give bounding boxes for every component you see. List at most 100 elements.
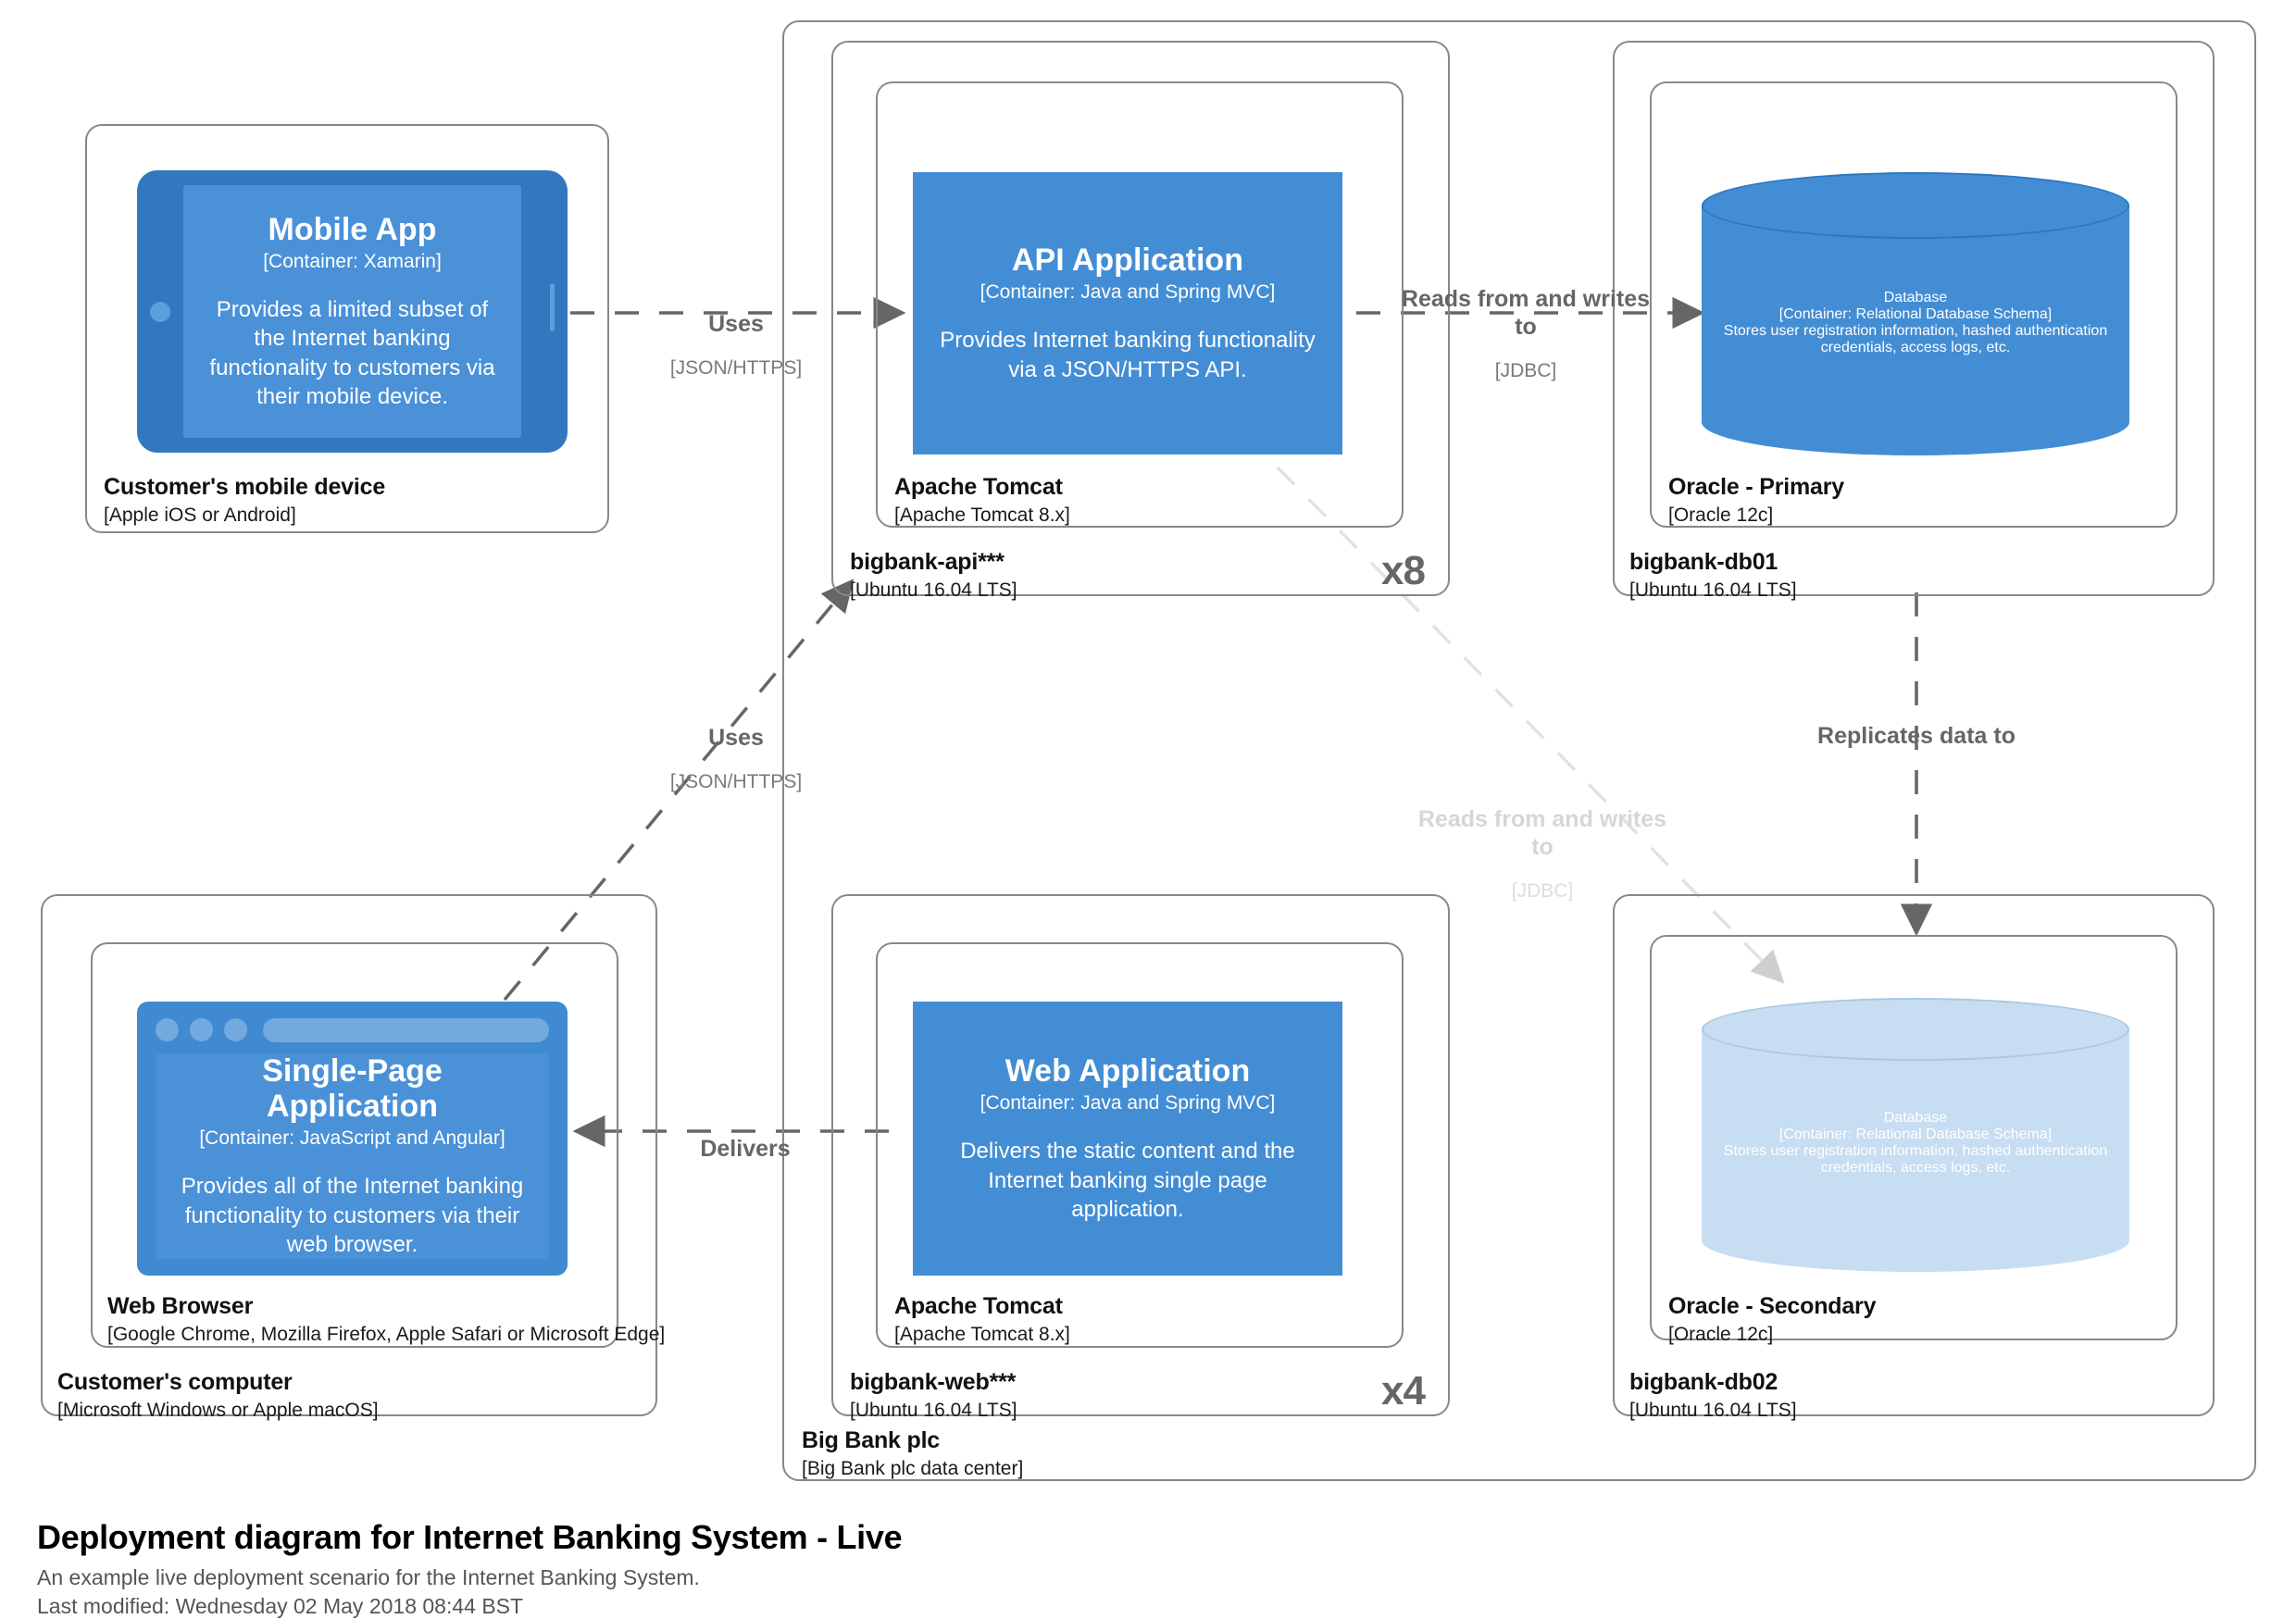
node-big-bank-plc[interactable]	[782, 20, 2256, 1481]
container-tech: [Container: Xamarin]	[263, 251, 442, 273]
node-web-browser-label: Web Browser [Google Chrome, Mozilla Fire…	[107, 1292, 665, 1348]
node-customers-mobile-device[interactable]	[85, 124, 609, 533]
container-name: Mobile App	[268, 211, 437, 247]
node-tech: [Oracle 12c]	[1668, 504, 1774, 527]
container-api-application[interactable]: API Application [Container: Java and Spr…	[913, 172, 1342, 455]
node-bigbank-api-multiplicity: x8	[1381, 548, 1426, 593]
diagram-title-block: Deployment diagram for Internet Banking …	[37, 1518, 1241, 1619]
container-tech: [Container: JavaScript and Angular]	[199, 1127, 505, 1150]
node-tech: [Ubuntu 16.04 LTS]	[850, 1400, 1017, 1422]
node-name: Apache Tomcat	[894, 1293, 1063, 1319]
browser-dot-icon	[156, 1018, 179, 1041]
node-customers-computer[interactable]	[41, 894, 657, 1416]
container-description: Provides all of the Internet banking fun…	[181, 1174, 524, 1257]
container-mobile-app[interactable]: Mobile App [Container: Xamarin] Provides…	[137, 170, 568, 453]
relationship-technology: [JSON/HTTPS]	[669, 770, 803, 792]
node-tech: [Ubuntu 16.04 LTS]	[850, 579, 1017, 602]
node-bigbank-db02-label: bigbank-db02 [Ubuntu 16.04 LTS]	[1629, 1368, 1797, 1424]
node-oracle-secondary[interactable]	[1650, 935, 2177, 1340]
cylinder-bottom-ellipse	[1702, 1209, 2129, 1272]
relationship-technology: [JSON/HTTPS]	[669, 356, 803, 379]
device-side-bar-icon	[550, 283, 555, 331]
relationship-label-db01-replicates-db02: Replicates data to	[1750, 704, 2083, 786]
node-web-apache-tomcat[interactable]	[876, 942, 1404, 1348]
node-name: Customer's mobile device	[104, 474, 386, 500]
container-single-page-application[interactable]: Single-Page Application [Container: Java…	[137, 1002, 568, 1276]
cylinder-body	[1702, 1029, 2129, 1240]
node-name: Oracle - Primary	[1668, 474, 1844, 500]
node-api-apache-tomcat[interactable]	[876, 81, 1404, 528]
node-web-browser[interactable]	[91, 942, 618, 1348]
node-bigbank-db02[interactable]	[1613, 894, 2215, 1416]
container-description: Stores user registration information, ha…	[1723, 1143, 2108, 1176]
node-tech: [Apache Tomcat 8.x]	[894, 1324, 1070, 1346]
node-name: Web Browser	[107, 1293, 254, 1319]
node-name: Apache Tomcat	[894, 474, 1063, 500]
single-page-application-viewport: Single-Page Application [Container: Java…	[156, 1053, 549, 1259]
node-tech: [Ubuntu 16.04 LTS]	[1629, 1400, 1797, 1422]
container-web-application[interactable]: Web Application [Container: Java and Spr…	[913, 1002, 1342, 1276]
browser-dot-icon	[224, 1018, 247, 1041]
node-bigbank-web-label: bigbank-web*** [Ubuntu 16.04 LTS]	[850, 1368, 1017, 1424]
container-tech: [Container: Relational Database Schema]	[1778, 1127, 2053, 1142]
container-description: Provides a limited subset of the Interne…	[209, 297, 495, 409]
cylinder-body	[1702, 205, 2129, 422]
node-name: Customer's computer	[57, 1369, 293, 1395]
node-tech: [Ubuntu 16.04 LTS]	[1629, 579, 1797, 602]
cylinder-bottom-ellipse	[1702, 389, 2129, 455]
diagram-subtitle: An example live deployment scenario for …	[37, 1565, 700, 1589]
container-description: Stores user registration information, ha…	[1723, 323, 2108, 355]
relationship-label-spa-uses-api: Uses [JSON/HTTPS]	[630, 705, 842, 812]
node-tech: [Apple iOS or Android]	[104, 504, 296, 527]
node-name: bigbank-db01	[1629, 549, 1778, 575]
node-oracle-primary-label: Oracle - Primary [Oracle 12c]	[1668, 473, 1844, 529]
node-tech: [Oracle 12c]	[1668, 1324, 1774, 1346]
node-customers-mobile-device-label: Customer's mobile device [Apple iOS or A…	[104, 473, 385, 529]
container-database-primary[interactable]: Database [Container: Relational Database…	[1702, 172, 2129, 455]
container-tech: [Container: Relational Database Schema]	[1778, 306, 2053, 322]
node-tech: [Apache Tomcat 8.x]	[894, 504, 1070, 527]
node-name: Oracle - Secondary	[1668, 1293, 1877, 1319]
mobile-app-screen: Mobile App [Container: Xamarin] Provides…	[183, 185, 521, 438]
relationship-description: Replicates data to	[1817, 722, 2015, 749]
container-name: API Application	[1012, 243, 1243, 279]
node-bigbank-api[interactable]	[831, 41, 1450, 596]
relationship-description: Reads from and writes to	[1417, 805, 1667, 861]
container-description: Provides Internet banking functionality …	[940, 328, 1316, 382]
node-bigbank-db01[interactable]	[1613, 41, 2215, 596]
container-name: Single-Page Application	[262, 1053, 443, 1125]
node-bigbank-web[interactable]	[831, 894, 1450, 1416]
relationship-description: Uses	[708, 310, 764, 337]
relationship-label-api-reads-writes-db01: Reads from and writes to [JDBC]	[1398, 267, 1653, 401]
relationship-technology: [JDBC]	[1511, 880, 1574, 903]
node-customers-computer-label: Customer's computer [Microsoft Windows o…	[57, 1368, 379, 1424]
cylinder-top-ellipse	[1702, 998, 2129, 1061]
relationship-label-mobile-uses-api: Uses [JSON/HTTPS]	[630, 292, 842, 398]
node-name: Big Bank plc	[802, 1427, 941, 1453]
node-big-bank-plc-label: Big Bank plc [Big Bank plc data center]	[802, 1426, 1023, 1482]
cylinder-top-ellipse	[1702, 172, 2129, 239]
node-name: bigbank-api***	[850, 549, 1004, 575]
database-primary-text: Database [Container: Relational Database…	[1702, 217, 2129, 430]
node-oracle-primary[interactable]	[1650, 81, 2177, 528]
relationship-description: Reads from and writes to	[1401, 285, 1651, 341]
node-api-apache-tomcat-label: Apache Tomcat [Apache Tomcat 8.x]	[894, 473, 1070, 529]
diagram-last-modified: Last modified: Wednesday 02 May 2018 08:…	[37, 1594, 524, 1618]
container-tech: [Container: Java and Spring MVC]	[980, 281, 1276, 304]
container-description: Delivers the static content and the Inte…	[960, 1139, 1295, 1222]
container-name: Database	[1883, 290, 1948, 305]
node-name: bigbank-db02	[1629, 1369, 1778, 1395]
node-web-apache-tomcat-label: Apache Tomcat [Apache Tomcat 8.x]	[894, 1292, 1070, 1348]
browser-dot-icon	[190, 1018, 213, 1041]
node-tech: [Big Bank plc data center]	[802, 1458, 1024, 1480]
relationship-description: Uses	[708, 724, 764, 751]
node-oracle-secondary-label: Oracle - Secondary [Oracle 12c]	[1668, 1292, 1876, 1348]
relationship-label-api-reads-writes-db02: Reads from and writes to [JDBC]	[1415, 787, 1670, 921]
node-tech: [Microsoft Windows or Apple macOS]	[57, 1400, 379, 1422]
container-name: Database	[1883, 1110, 1948, 1126]
node-bigbank-api-label: bigbank-api*** [Ubuntu 16.04 LTS]	[850, 548, 1017, 604]
container-tech: [Container: Java and Spring MVC]	[980, 1092, 1276, 1115]
container-database-secondary[interactable]: Database [Container: Relational Database…	[1702, 998, 2129, 1272]
node-name: bigbank-web***	[850, 1369, 1017, 1395]
